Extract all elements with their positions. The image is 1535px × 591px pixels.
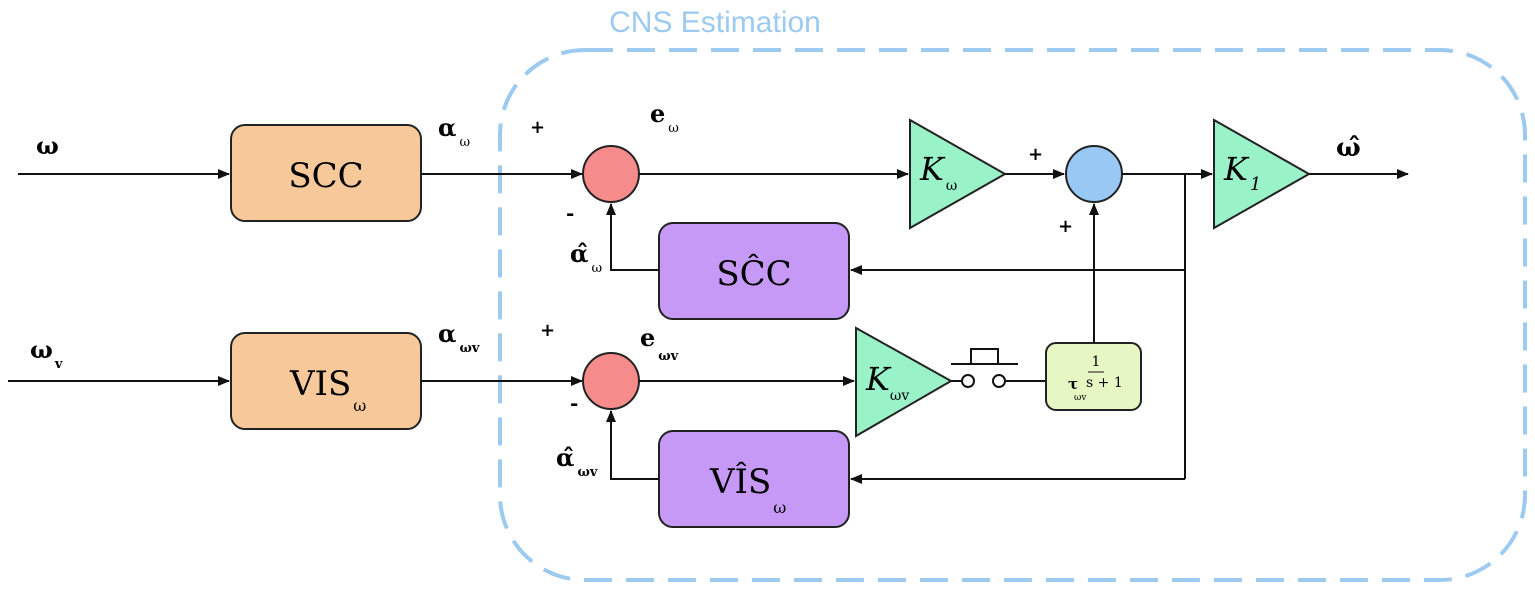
gain-k-1 xyxy=(1213,118,1312,230)
gain-k-omega xyxy=(909,118,1008,230)
omega-input-label: ω xyxy=(36,131,59,160)
sum2-plus-sign: + xyxy=(540,320,555,341)
lowpass-denominator: s + 1 xyxy=(1086,375,1123,391)
alpha-hat-omega-v-line xyxy=(606,410,659,480)
vis-label: VISω xyxy=(289,364,366,415)
gain-k-omega-v xyxy=(855,326,954,438)
cns-estimation-region xyxy=(498,48,1527,582)
fusion-plus-top: + xyxy=(1028,144,1043,165)
switch-button[interactable] xyxy=(970,348,999,365)
fusion-plus-bottom: + xyxy=(1058,216,1073,237)
gain-k-omega-v-label: Kωv xyxy=(865,360,909,404)
lowpass-tau-sub: ωv xyxy=(1074,393,1087,403)
cns-estimation-title: CNS Estimation xyxy=(609,6,821,39)
omega-v-input-label: ωv xyxy=(30,335,63,372)
lowpass-numerator: 1 xyxy=(1092,354,1101,370)
alpha-omega-v-label: αωv xyxy=(438,319,480,356)
e-omega-label: eω xyxy=(650,99,679,136)
alpha-omega-label: αω xyxy=(438,113,470,150)
sum-junction-bottom xyxy=(582,352,640,410)
alpha-hat-omega-line xyxy=(606,203,659,271)
switch-contact-left xyxy=(961,374,975,388)
e-omega-v-label: eωv xyxy=(640,323,679,364)
scc-label: SCC xyxy=(288,156,363,196)
fusion-sum-junction xyxy=(1065,145,1123,203)
sum1-minus-sign: - xyxy=(566,201,574,225)
lowpass-tau: τ xyxy=(1068,375,1078,393)
sum1-plus-sign: + xyxy=(530,117,545,138)
sum-junction-top xyxy=(582,145,640,203)
sum2-minus-sign: - xyxy=(570,391,578,415)
vis-hat-label: VÎSω xyxy=(709,461,786,517)
switch-contact-right xyxy=(992,374,1006,388)
omega-hat-output-label: ω̂ xyxy=(1336,133,1361,163)
alpha-hat-omega-label: α̂ω xyxy=(570,239,602,276)
scc-hat-label: SĈC xyxy=(716,253,791,294)
alpha-hat-omega-v-label: α̂ωv xyxy=(556,443,598,480)
